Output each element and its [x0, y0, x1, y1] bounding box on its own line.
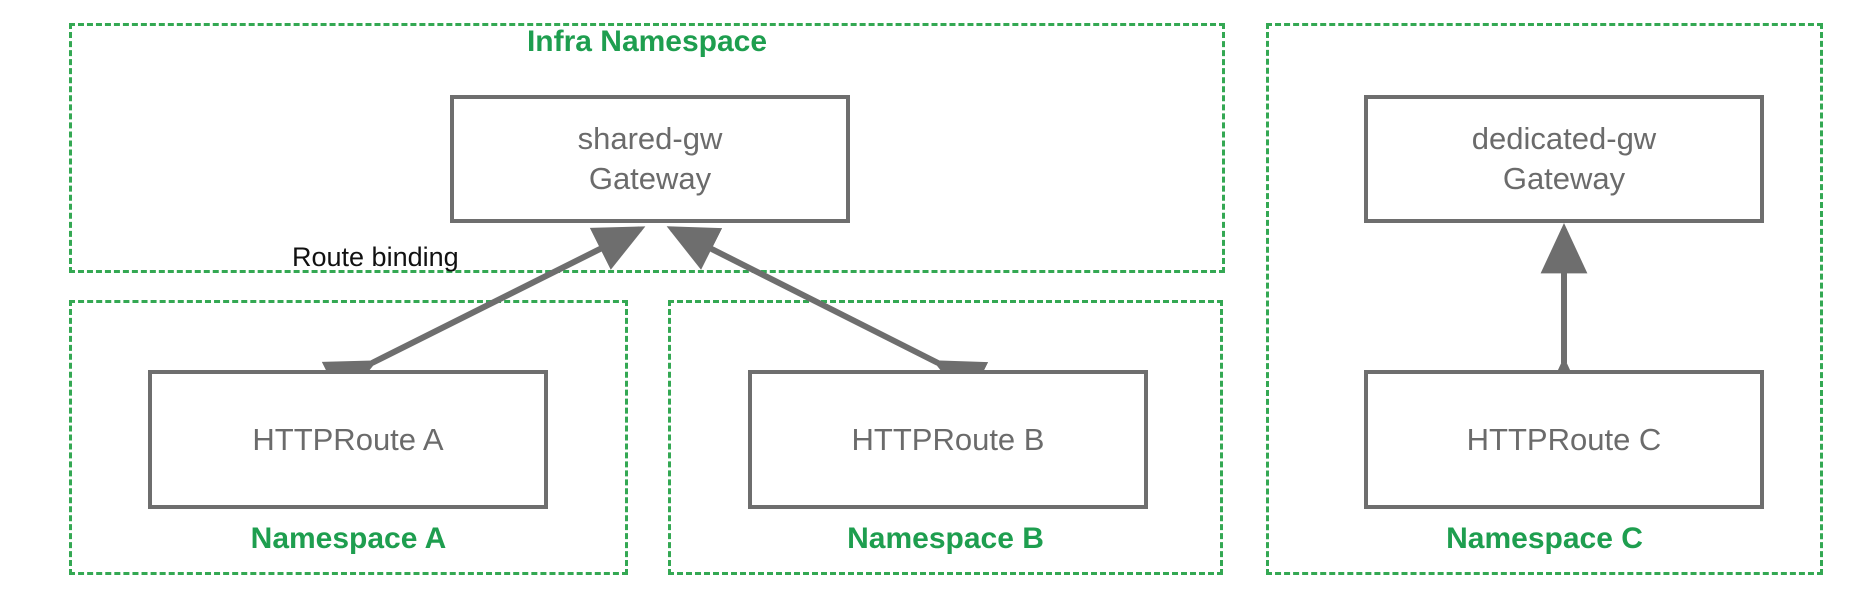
namespace-label-b: Namespace B [847, 522, 1044, 555]
node-shared-gw[interactable]: shared-gw Gateway [450, 95, 850, 223]
node-shared-gw-line-1: shared-gw [577, 121, 723, 157]
node-shared-gw-line-2: Gateway [588, 161, 712, 196]
node-httproute-b-label: HTTPRoute B [851, 421, 1045, 457]
node-httproute-a[interactable]: HTTPRoute A [148, 370, 548, 509]
node-dedicated-gw-line-2: Gateway [1502, 161, 1626, 196]
namespace-box-c [1266, 23, 1823, 575]
namespace-label-c: Namespace C [1446, 522, 1643, 555]
node-dedicated-gw[interactable]: dedicated-gw Gateway [1364, 95, 1764, 223]
namespace-label-infra: Infra Namespace [526, 25, 768, 58]
namespace-label-a: Namespace A [250, 522, 447, 555]
node-dedicated-gw-line-1: dedicated-gw [1471, 121, 1657, 157]
node-httproute-b[interactable]: HTTPRoute B [748, 370, 1148, 509]
node-httproute-c[interactable]: HTTPRoute C [1364, 370, 1764, 509]
node-httproute-c-label: HTTPRoute C [1466, 421, 1662, 457]
edge-label-route-binding: Route binding [292, 242, 459, 272]
node-httproute-a-label: HTTPRoute A [252, 421, 444, 457]
namespace-box-infra [69, 23, 1225, 273]
